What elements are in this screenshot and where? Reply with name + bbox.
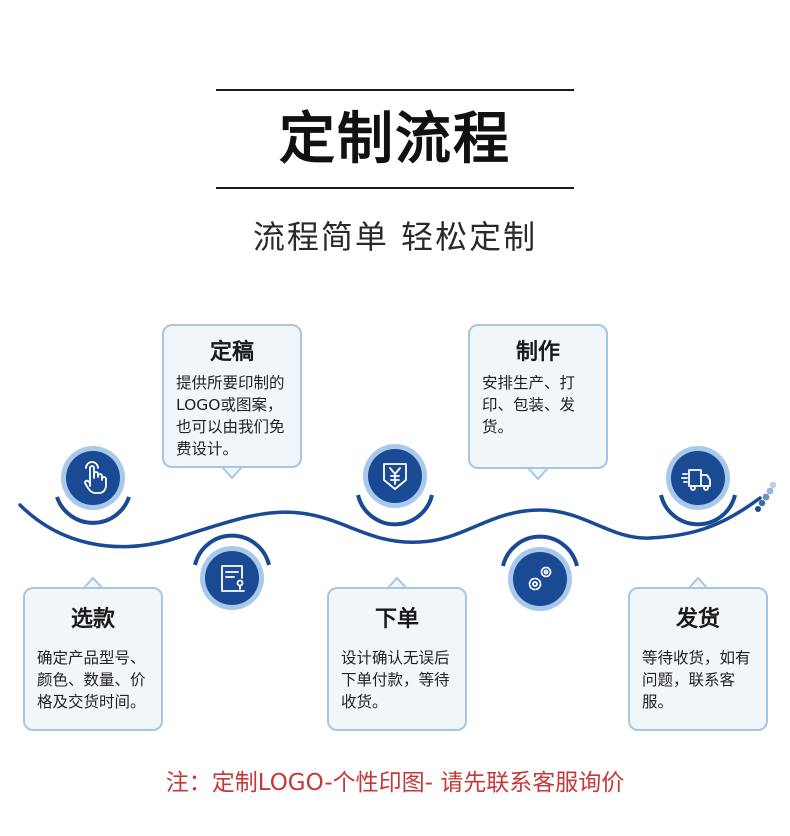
node-design	[193, 533, 271, 610]
step-card-produce: 制作 安排生产、打印、包装、发货。	[468, 324, 608, 469]
node-ship	[659, 446, 737, 527]
title-rule-bottom	[216, 187, 574, 189]
step-card-select: 选款 确定产品型号、颜色、数量、价格及交货时间。	[23, 587, 163, 731]
step-desc-produce: 安排生产、打印、包装、发货。	[482, 374, 576, 436]
delivery-truck-icon	[681, 469, 711, 491]
step-desc-ship: 等待收货，如有问题，联系客服。	[642, 649, 751, 711]
page-title: 定制流程	[279, 107, 511, 172]
yen-payment-icon	[383, 463, 407, 490]
step-card-order: 下单 设计确认无误后下单付款，等待收货。	[327, 587, 467, 731]
step-title-select: 选款	[70, 607, 115, 632]
step-title-ship: 发货	[675, 607, 720, 632]
page-subtitle: 流程简单 轻松定制	[252, 218, 538, 256]
node-select	[55, 446, 131, 525]
gears-icon	[528, 566, 552, 591]
step-title-order: 下单	[374, 607, 419, 632]
step-card-design: 定稿 提供所要印制的LOGO或图案，也可以由我们免费设计。	[162, 324, 302, 468]
node-produce	[501, 534, 579, 611]
node-order	[356, 444, 434, 527]
step-title-produce: 制作	[515, 340, 560, 365]
document-stamp-icon	[221, 565, 245, 592]
flow-tail-beads	[755, 481, 777, 512]
hand-pointer-icon	[84, 461, 107, 494]
step-desc-design: 提供所要印制的LOGO或图案，也可以由我们免费设计。	[176, 374, 285, 458]
footer-note: 注：定制LOGO-个性印图- 请先联系客服询价	[165, 770, 625, 796]
step-card-ship: 发货 等待收货，如有问题，联系客服。	[628, 587, 768, 731]
flow-wave-line	[18, 496, 762, 549]
step-desc-select: 确定产品型号、颜色、数量、价格及交货时间。	[37, 649, 146, 711]
card-pointers	[82, 466, 709, 590]
step-title-design: 定稿	[209, 340, 254, 365]
title-rule-top	[216, 89, 574, 91]
step-desc-order: 设计确认无误后下单付款，等待收货。	[341, 649, 450, 711]
